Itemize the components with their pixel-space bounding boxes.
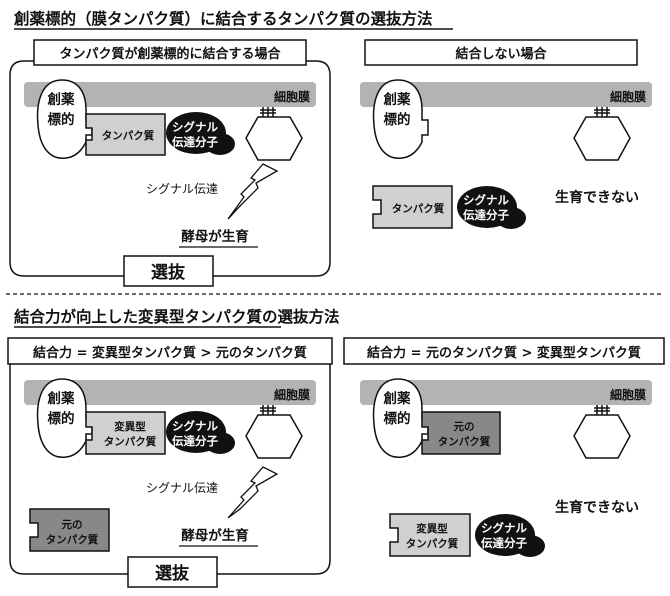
result-label: 生育できない bbox=[555, 499, 639, 516]
signal-molecule-shape bbox=[457, 186, 517, 228]
cell-membrane bbox=[360, 380, 652, 405]
signal-molecule-line1: シグナル bbox=[172, 120, 218, 134]
signal-molecule-shape bbox=[475, 514, 535, 556]
cell-membrane bbox=[24, 82, 316, 107]
signal-molecule-shape bbox=[166, 112, 226, 154]
original-protein-shape bbox=[421, 411, 501, 455]
selection-label: 選抜 bbox=[155, 563, 190, 584]
signal-molecule-line2: 伝達分子 bbox=[172, 135, 218, 149]
receptor-hexagon bbox=[573, 414, 631, 459]
mutant-protein-line2: タンパク質 bbox=[406, 537, 459, 550]
receptor-anchor-icon bbox=[594, 107, 610, 117]
signal-molecule-shape bbox=[166, 411, 226, 453]
right-panel-header: 結合しない場合 bbox=[455, 46, 547, 62]
left-panel-header: 結合力 = 変異型タンパク質 > 元のタンパク質 bbox=[33, 345, 307, 361]
section2-title: 結合力が向上した変異型タンパク質の選抜方法 bbox=[14, 307, 340, 326]
result-label: 酵母が生育 bbox=[181, 228, 249, 245]
left-panel-header-box bbox=[7, 337, 333, 365]
original-protein-line1: 元の bbox=[454, 421, 475, 433]
mutant-protein-line1: 変異型 bbox=[114, 420, 146, 433]
right-panel-header-box bbox=[364, 39, 638, 66]
protein-label: タンパク質 bbox=[102, 129, 155, 142]
receptor-anchor-icon bbox=[260, 405, 276, 415]
signal-transduction-label: シグナル伝達 bbox=[146, 182, 218, 196]
mutant-protein-line2: タンパク質 bbox=[104, 435, 157, 448]
right-panel-header-box bbox=[343, 337, 665, 365]
drug-target-shape bbox=[36, 79, 93, 159]
selection-box bbox=[127, 556, 218, 588]
receptor-hexagon bbox=[245, 116, 303, 161]
selection-label: 選抜 bbox=[151, 262, 186, 283]
signal-molecule-line1: シグナル bbox=[463, 193, 509, 207]
drug-target-shape bbox=[372, 378, 429, 458]
protein-shape bbox=[85, 113, 166, 156]
signal-molecule-line1: シグナル bbox=[481, 521, 527, 535]
cell-membrane bbox=[360, 82, 652, 107]
receptor-anchor-icon bbox=[594, 405, 610, 415]
drug-target-shape bbox=[36, 378, 93, 458]
drug-target-label-line2: 標的 bbox=[48, 111, 75, 128]
signal-molecule-line2: 伝達分子 bbox=[172, 434, 218, 448]
receptor-anchor-icon bbox=[260, 107, 276, 117]
signal-transduction-label: シグナル伝達 bbox=[146, 481, 218, 495]
protein-shape bbox=[372, 185, 453, 229]
section1-title: 創薬標的（膜タンパク質）に結合するタンパク質の選抜方法 bbox=[13, 9, 433, 28]
original-protein-line2: タンパク質 bbox=[46, 533, 99, 546]
signal-molecule-line2: 伝達分子 bbox=[463, 208, 509, 222]
left-panel-header: タンパク質が創薬標的に結合する場合 bbox=[59, 46, 281, 62]
drug-target-label-line1: 創薬 bbox=[47, 390, 75, 407]
membrane-label: 細胞膜 bbox=[274, 89, 310, 104]
selection-box bbox=[123, 255, 214, 287]
receptor-hexagon bbox=[245, 414, 303, 459]
mutant-protein-shape bbox=[85, 411, 166, 455]
drug-target-label-line1: 創薬 bbox=[47, 91, 75, 108]
mutant-protein-shape bbox=[389, 513, 471, 557]
membrane-label: 細胞膜 bbox=[274, 387, 310, 402]
drug-target-label-line2: 標的 bbox=[384, 410, 411, 427]
drug-target-label-line1: 創薬 bbox=[383, 91, 411, 108]
result-label: 生育できない bbox=[555, 189, 639, 206]
right-panel-header: 結合力 = 元のタンパク質 > 変異型タンパク質 bbox=[367, 345, 641, 361]
drug-target-shape bbox=[372, 79, 429, 159]
original-protein-shape bbox=[29, 508, 110, 552]
result-label: 酵母が生育 bbox=[181, 527, 249, 544]
membrane-label: 細胞膜 bbox=[610, 89, 646, 104]
drug-target-label-line2: 標的 bbox=[384, 111, 411, 128]
drug-target-label-line2: 標的 bbox=[48, 410, 75, 427]
signal-transduction-lightning-icon bbox=[227, 466, 279, 519]
mutant-protein-line1: 変異型 bbox=[416, 522, 448, 535]
protein-label: タンパク質 bbox=[392, 202, 445, 215]
signal-molecule-line1: シグナル bbox=[172, 419, 218, 433]
membrane-label: 細胞膜 bbox=[610, 387, 646, 402]
original-protein-line1: 元の bbox=[62, 519, 83, 531]
signal-molecule-line2: 伝達分子 bbox=[481, 536, 527, 550]
receptor-hexagon bbox=[573, 116, 631, 161]
original-protein-line2: タンパク質 bbox=[438, 435, 491, 448]
signal-transduction-lightning-icon bbox=[227, 163, 279, 220]
drug-target-label-line1: 創薬 bbox=[383, 390, 411, 407]
cell-membrane bbox=[24, 380, 316, 405]
left-panel-header-box bbox=[33, 39, 307, 66]
left-panel-frame bbox=[9, 60, 331, 277]
